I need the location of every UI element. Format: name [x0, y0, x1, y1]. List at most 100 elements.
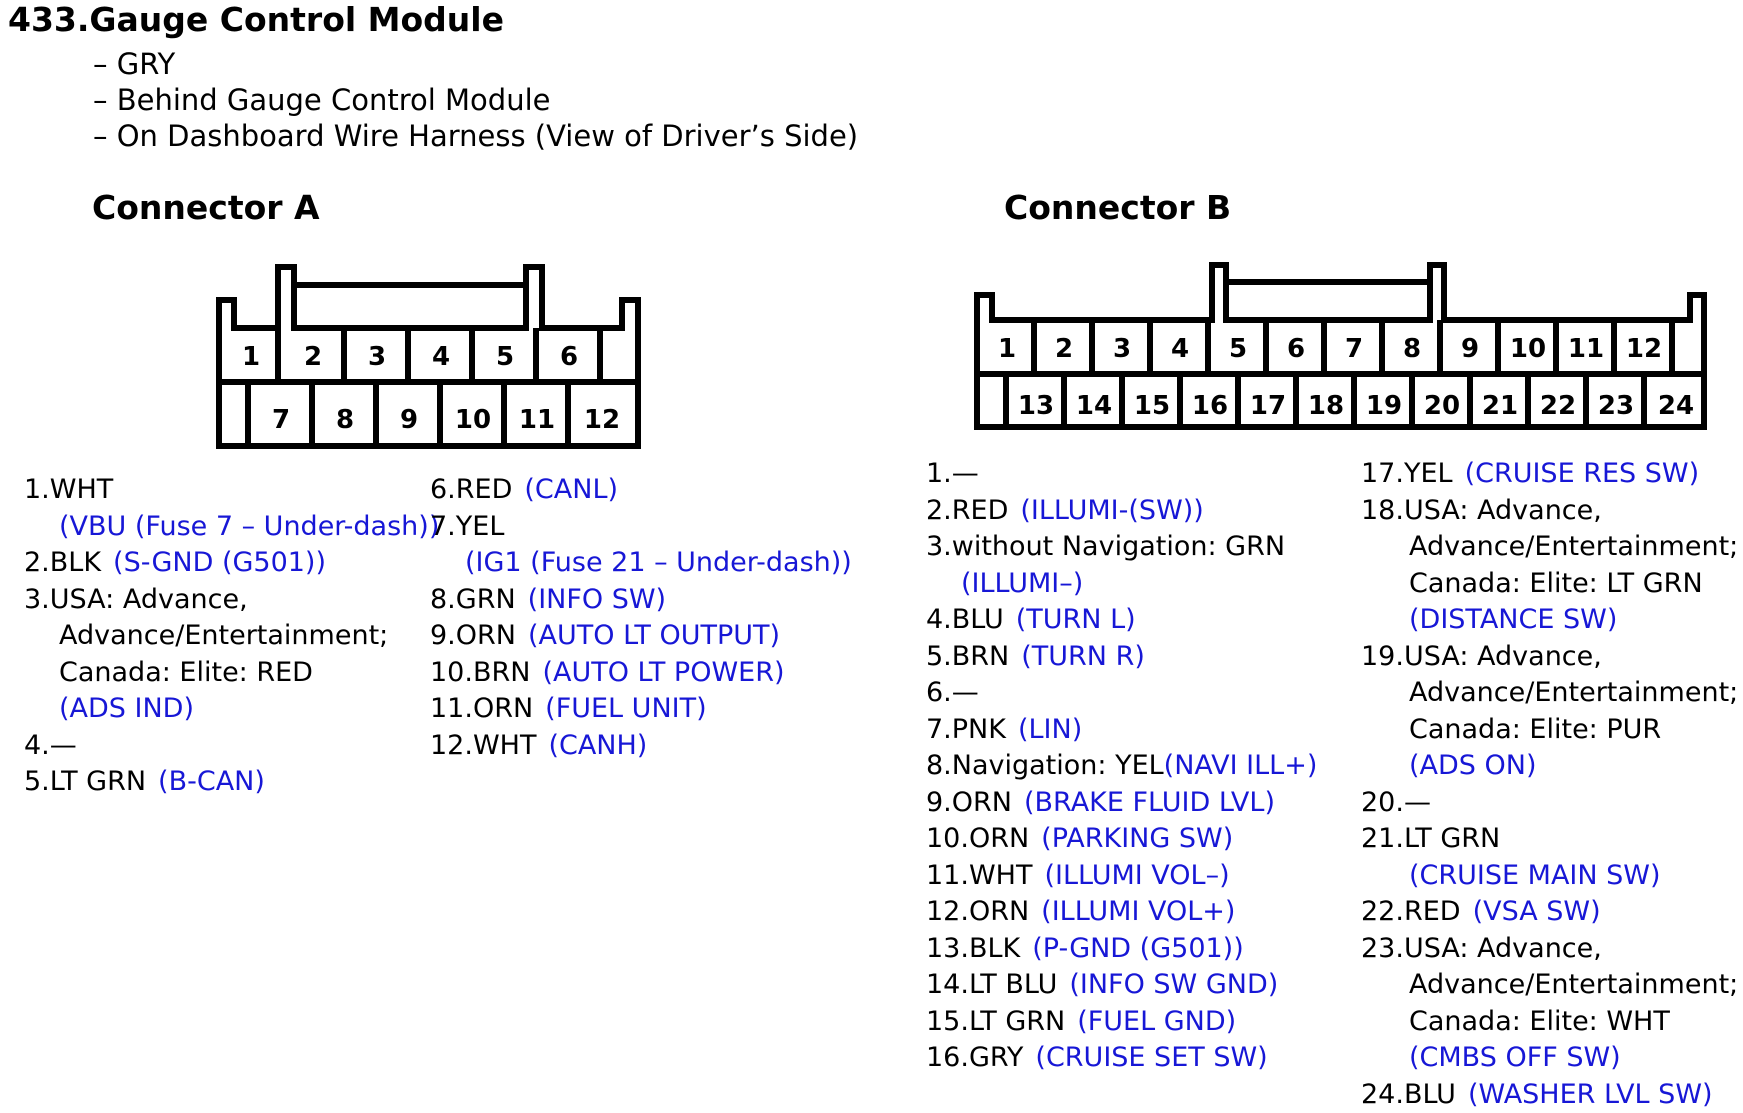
pin-wire: without Navigation: GRN [952, 531, 1285, 562]
connector-a-pin-label: 12 [584, 405, 620, 435]
pin-description: (ILLUMI VOL+) [1041, 896, 1235, 927]
pin-wire: LT GRN [1404, 823, 1500, 854]
pin-entry: 7.PNK(LIN) [926, 712, 1317, 749]
pin-entry: 12.WHT(CANH) [430, 728, 852, 765]
connector-a-pin-label: 6 [560, 342, 578, 372]
pin-number: 15. [926, 1006, 969, 1037]
subtitle-list: – GRY – Behind Gauge Control Module – On… [93, 46, 858, 154]
connector-b-pin-label: 10 [1510, 334, 1546, 364]
pin-wire: — [952, 677, 979, 708]
connector-b-pin-label: 3 [1113, 334, 1131, 364]
connector-a-pin-label: 11 [519, 405, 555, 435]
pin-number: 11. [430, 693, 473, 724]
connector-b-pin-label: 23 [1598, 391, 1634, 421]
connector-a-pin-list-right: 6.RED(CANL) 7.YEL (IG1 (Fuse 21 – Under-… [430, 472, 852, 764]
pin-entry: 10.BRN (AUTO LT POWER) [430, 655, 852, 692]
pin-wire: BLK [969, 933, 1020, 964]
pin-description: (S-GND (G501)) [113, 547, 326, 578]
pin-entry: 20.— [1361, 785, 1738, 822]
pin-entry: 1.— [926, 456, 1317, 493]
pin-number: 3. [24, 584, 50, 615]
pin-description: (INFO SW) [528, 584, 666, 615]
pin-number: 10. [430, 657, 473, 688]
connector-b-pin-label: 15 [1134, 391, 1170, 421]
connector-b-pin-label: 14 [1076, 391, 1112, 421]
pin-wire: YEL [1404, 458, 1453, 489]
pin-description: (B-CAN) [158, 766, 265, 797]
pin-number: 10. [926, 823, 969, 854]
connector-b-pin-label: 4 [1171, 334, 1189, 364]
connector-a-pin-label: 9 [400, 405, 418, 435]
connector-b-pin-label: 7 [1345, 334, 1363, 364]
pin-description: (AUTO LT POWER) [542, 657, 784, 688]
pin-entry: 18.USA: Advance, [1361, 493, 1738, 530]
pin-number: 6. [430, 474, 456, 505]
pin-entry: 19.USA: Advance, [1361, 639, 1738, 676]
pin-description: (LIN) [1018, 714, 1082, 745]
pin-entry: 11.WHT(ILLUMI VOL–) [926, 858, 1317, 895]
connector-a-pin-label: 8 [336, 405, 354, 435]
pin-wire: LT BLU [969, 969, 1057, 1000]
pin-wire: LT GRN [969, 1006, 1065, 1037]
connector-b-pin-label: 8 [1403, 334, 1421, 364]
pin-wire: USA: Advance, [1404, 641, 1602, 672]
pin-wire: BRN [473, 657, 530, 688]
connector-b-pin-label: 18 [1308, 391, 1344, 421]
pin-number: 12. [430, 730, 473, 761]
pin-wire: — [50, 730, 77, 761]
pin-entry: 21.LT GRN [1361, 821, 1738, 858]
pin-description: (CRUISE MAIN SW) [1409, 860, 1661, 891]
connector-b-pin-label: 24 [1658, 391, 1694, 421]
connector-b-pin-list-left: 1.— 2.RED(ILLUMI-(SW)) 3.without Navigat… [926, 456, 1317, 1077]
pin-wire: Navigation: YEL [952, 750, 1164, 781]
pin-wire: YEL [456, 511, 505, 542]
pin-entry: 3.USA: Advance, [24, 582, 439, 619]
connector-b-title: Connector B [1004, 188, 1231, 227]
connector-a-pin-label: 10 [455, 405, 491, 435]
pin-wire: WHT [50, 474, 114, 505]
pin-entry: 2.BLK(S-GND (G501)) [24, 545, 439, 582]
pin-entry: 23.USA: Advance, [1361, 931, 1738, 968]
pin-entry: 16.GRY(CRUISE SET SW) [926, 1040, 1317, 1077]
pin-wire: — [1404, 787, 1431, 818]
pin-entry: 8.GRN(INFO SW) [430, 582, 852, 619]
pin-wire: Advance/Entertainment; [1409, 969, 1738, 1000]
pin-description: (ADS IND) [59, 693, 194, 724]
pin-description: (FUEL UNIT) [545, 693, 706, 724]
pin-entry: 6.— [926, 675, 1317, 712]
pin-entry: 9.ORN(BRAKE FLUID LVL) [926, 785, 1317, 822]
pin-entry: 2.RED(ILLUMI-(SW)) [926, 493, 1317, 530]
connector-b-diagram: 1 2 3 4 5 6 7 8 9 10 11 12 13 14 15 16 1… [974, 262, 1712, 434]
pin-wire: Advance/Entertainment; [59, 620, 388, 651]
pin-wire: Advance/Entertainment; [1409, 677, 1738, 708]
connector-b-pin-label: 11 [1568, 334, 1604, 364]
pin-wire: USA: Advance, [50, 584, 248, 615]
connector-b-pin-label: 13 [1018, 391, 1054, 421]
pin-number: 5. [24, 766, 50, 797]
pin-number: 13. [926, 933, 969, 964]
pin-number: 8. [430, 584, 456, 615]
connector-a-pin-label: 1 [242, 342, 260, 372]
pin-entry: 6.RED(CANL) [430, 472, 852, 509]
connector-b-pin-label: 2 [1055, 334, 1073, 364]
pin-description: (IG1 (Fuse 21 – Under-dash)) [465, 547, 852, 578]
pin-description: (WASHER LVL SW) [1468, 1079, 1713, 1110]
connector-b-pin-label: 21 [1482, 391, 1518, 421]
connector-b-pin-list-right: 17.YEL(CRUISE RES SW) 18.USA: Advance, A… [1361, 456, 1738, 1113]
pin-entry: 4.BLU(TURN L) [926, 602, 1317, 639]
pin-description: (VSA SW) [1473, 896, 1601, 927]
pin-entry: 7.YEL [430, 509, 852, 546]
pin-wire: ORN [456, 620, 516, 651]
pin-description: (BRAKE FLUID LVL) [1024, 787, 1275, 818]
pin-entry: 3.without Navigation: GRN [926, 529, 1317, 566]
pin-number: 2. [926, 495, 952, 526]
pin-number: 16. [926, 1042, 969, 1073]
pin-number: 12. [926, 896, 969, 927]
pin-number: 24. [1361, 1079, 1404, 1110]
pin-description: (P-GND (G501)) [1032, 933, 1244, 964]
pin-wire: WHT [969, 860, 1033, 891]
pin-entry: 4.— [24, 728, 439, 765]
pin-number: 11. [926, 860, 969, 891]
pin-description: (PARKING SW) [1041, 823, 1233, 854]
pin-description: (NAVI ILL+) [1164, 750, 1318, 781]
